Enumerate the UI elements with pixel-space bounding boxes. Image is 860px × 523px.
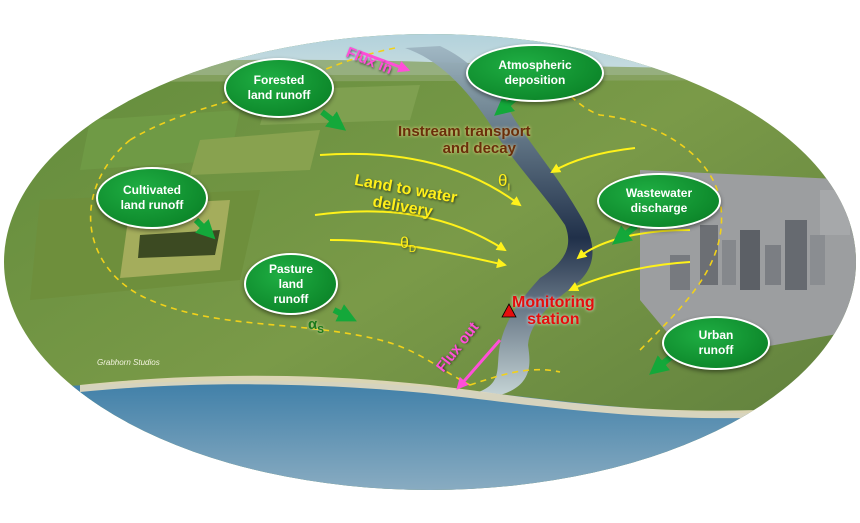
atmospheric-deposition-bubble: Atmospheric deposition — [466, 44, 604, 102]
flux-out-arrow — [456, 339, 502, 390]
monitoring-line-1: Monitoring — [512, 294, 595, 311]
wastewater-discharge-label: Wastewater discharge — [625, 186, 693, 215]
forested-land-runoff-bubble: Forested land runoff — [224, 58, 334, 118]
cultivated-land-runoff-label: Cultivated land runoff — [120, 183, 184, 212]
urban-runoff-bubble: Urban runoff — [662, 316, 770, 370]
forested-land-runoff-label: Forested land runoff — [247, 73, 311, 102]
wastewater-discharge-bubble: Wastewater discharge — [597, 173, 721, 229]
image-credit: Grabhorn Studios — [97, 358, 160, 367]
river — [405, 46, 593, 395]
flux-in-arrow — [359, 50, 411, 73]
theta-d-label: θD — [400, 235, 417, 256]
watershed-boundary — [89, 47, 723, 386]
beach — [80, 375, 856, 419]
monitoring-line-2: station — [527, 311, 580, 328]
pasture-land-runoff-bubble: Pasture land runoff — [244, 253, 338, 315]
cultivated-land-runoff-bubble: Cultivated land runoff — [96, 167, 208, 229]
instream-line-1: Instream transport — [398, 123, 531, 140]
land-to-water-arrows — [314, 147, 691, 292]
theta-i-label: θI — [498, 171, 511, 194]
monitoring-station-label: Monitoring station — [512, 294, 595, 328]
instream-line-2: and decay — [442, 140, 516, 157]
pasture-land-runoff-label: Pasture land runoff — [268, 261, 314, 306]
atmospheric-deposition-label: Atmospheric deposition — [498, 58, 572, 87]
instream-transport-label: Instream transport and decay — [398, 123, 531, 157]
urban-runoff-label: Urban runoff — [698, 328, 734, 357]
monitoring-station-marker — [501, 303, 517, 318]
distant-hills — [4, 59, 856, 82]
alpha-s-label: αS — [308, 316, 324, 336]
